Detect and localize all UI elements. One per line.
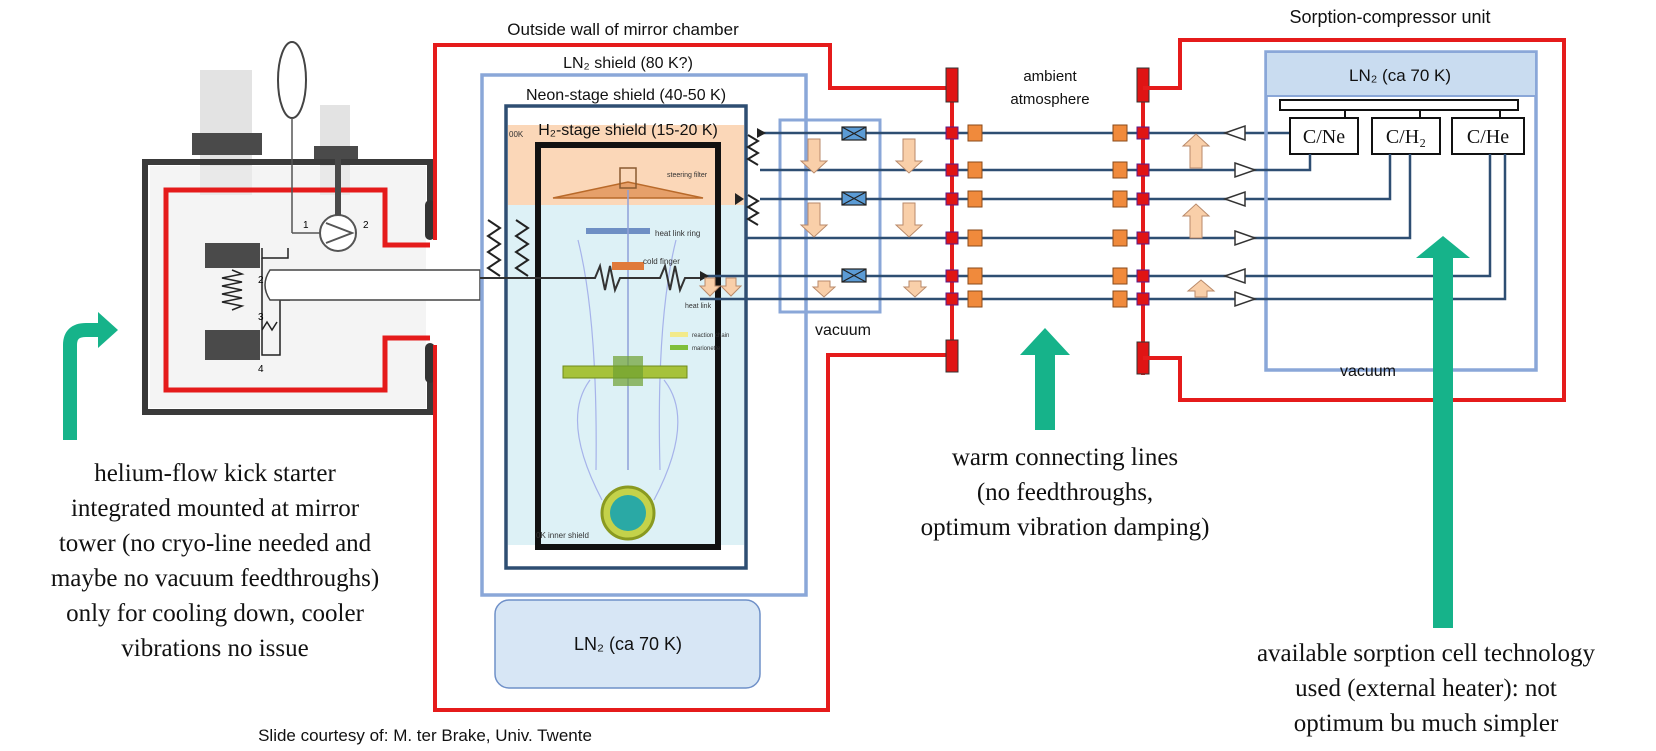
damper-block xyxy=(967,267,983,285)
label-inner-shield: 0K inner shield xyxy=(536,531,589,540)
damper-block xyxy=(1112,161,1128,179)
feedthrough-square xyxy=(1136,292,1150,306)
caption-middle: warm connecting lines (no feedthroughs, … xyxy=(890,440,1240,545)
caption-left-line: only for cooling down, cooler xyxy=(66,600,364,627)
damper-block xyxy=(967,190,983,208)
pump-label-1: 1 xyxy=(303,220,309,231)
pump-label-3: 3 xyxy=(258,312,264,323)
damper-block xyxy=(1112,290,1128,308)
caption-middle-line: (no feedthroughs, xyxy=(976,479,1154,506)
label-steering-filter: steering filter xyxy=(667,172,708,179)
feedthrough-square xyxy=(1136,163,1150,177)
cell-connection-lines xyxy=(1230,154,1507,301)
caption-left-line: integrated mounted at mirror xyxy=(70,495,360,522)
label-cell-ne: C/Ne xyxy=(1303,126,1345,148)
damper-block xyxy=(1112,190,1128,208)
label-marionette: marionette xyxy=(692,346,721,352)
label-outside-wall: Outside wall of mirror chamber xyxy=(507,20,739,39)
label-sorption-title: Sorption-compressor unit xyxy=(1289,7,1490,27)
feedthrough-square xyxy=(1136,269,1150,283)
kick-starter-apparatus: 1 2 2 3 4 xyxy=(142,41,481,415)
pump-label-4: 4 xyxy=(258,364,264,375)
outside-wall-left xyxy=(433,43,952,240)
sorption-cells xyxy=(1289,110,1525,155)
damper-block xyxy=(967,124,983,142)
feedthrough-square xyxy=(1136,126,1150,140)
caption-left-line: vibrations no issue xyxy=(121,635,309,662)
label-reaction-chain: reaction chain xyxy=(692,333,729,339)
feedthrough-square xyxy=(945,126,959,140)
label-cell-he: C/He xyxy=(1467,126,1509,148)
feedthrough-square xyxy=(1136,231,1150,245)
h2-shield xyxy=(535,142,721,550)
caption-left-line: maybe no vacuum feedthroughs) xyxy=(50,565,380,592)
caption-middle-line: warm connecting lines xyxy=(951,444,1179,471)
pump-spring-label: 2 xyxy=(258,275,264,286)
damper-block xyxy=(967,161,983,179)
check-valve-triangles xyxy=(1222,124,1258,308)
label-100k: 00K xyxy=(509,130,524,139)
damper-block xyxy=(967,229,983,247)
label-vacuum-left: vacuum xyxy=(815,322,871,339)
sorption-ln2-bar xyxy=(1265,51,1537,97)
label-ln2-right: LN₂ (ca 70 K) xyxy=(1349,66,1451,85)
label-vacuum-right: vacuum xyxy=(1340,363,1396,380)
caption-left-line: helium-flow kick starter xyxy=(94,460,336,487)
label-h2-shield: H₂-stage shield (15-20 K) xyxy=(538,122,718,139)
label-ambient: ambient xyxy=(1023,68,1077,85)
label-ln2-shield: LN₂ shield (80 K?) xyxy=(563,55,693,72)
damper-block xyxy=(967,290,983,308)
label-cell-h2: C/H₂ xyxy=(1386,126,1426,148)
label-cold-finger: cold finger xyxy=(643,257,680,266)
pump-label-2: 2 xyxy=(363,220,369,231)
bellows-group xyxy=(486,134,760,277)
caption-right-line: optimum bu much simpler xyxy=(1293,710,1559,737)
damper-block xyxy=(1112,124,1128,142)
feedthrough-square xyxy=(945,269,959,283)
neon-shield xyxy=(504,104,748,570)
caption-right: available sorption cell technology used … xyxy=(1206,636,1646,741)
feedthrough-blocks xyxy=(945,124,1150,308)
feedthrough-square xyxy=(945,163,959,177)
ln2-shield xyxy=(480,73,808,597)
caption-left: helium-flow kick starter integrated moun… xyxy=(0,456,430,666)
ln2-bottom-tank xyxy=(494,599,761,689)
caption-left-line: tower (no cryo-line needed and xyxy=(58,530,372,557)
vacuum-box-left xyxy=(778,118,882,314)
caption-middle-line: optimum vibration damping) xyxy=(920,514,1210,541)
feedthrough-square xyxy=(945,231,959,245)
flange-left xyxy=(945,67,959,373)
credit-text: Slide courtesy of: M. ter Brake, Univ. T… xyxy=(258,726,592,745)
label-neon-shield: Neon-stage shield (40-50 K) xyxy=(526,87,726,104)
damper-block xyxy=(1112,267,1128,285)
line-valves xyxy=(700,126,867,283)
suspension-internals xyxy=(552,167,704,541)
damper-block xyxy=(1112,229,1128,247)
label-ln2-bottom: LN₂ (ca 70 K) xyxy=(574,634,682,654)
outside-wall-right xyxy=(1143,38,1566,402)
feedthrough-square xyxy=(945,292,959,306)
flange-right xyxy=(1136,67,1150,375)
green-up-arrows xyxy=(1020,236,1470,628)
label-heat-link-ring: heat link ring xyxy=(655,229,700,238)
caption-right-line: available sorption cell technology xyxy=(1256,640,1596,667)
outside-wall-bottom xyxy=(433,345,952,712)
left-green-arrow xyxy=(63,312,118,440)
caption-right-line: used (external heater): not xyxy=(1295,675,1557,702)
label-heat-link: heat link xyxy=(685,303,712,310)
feedthrough-square xyxy=(1136,192,1150,206)
peach-arrows xyxy=(698,133,1216,298)
label-atmosphere: atmosphere xyxy=(1010,91,1089,108)
feedthrough-square xyxy=(945,192,959,206)
